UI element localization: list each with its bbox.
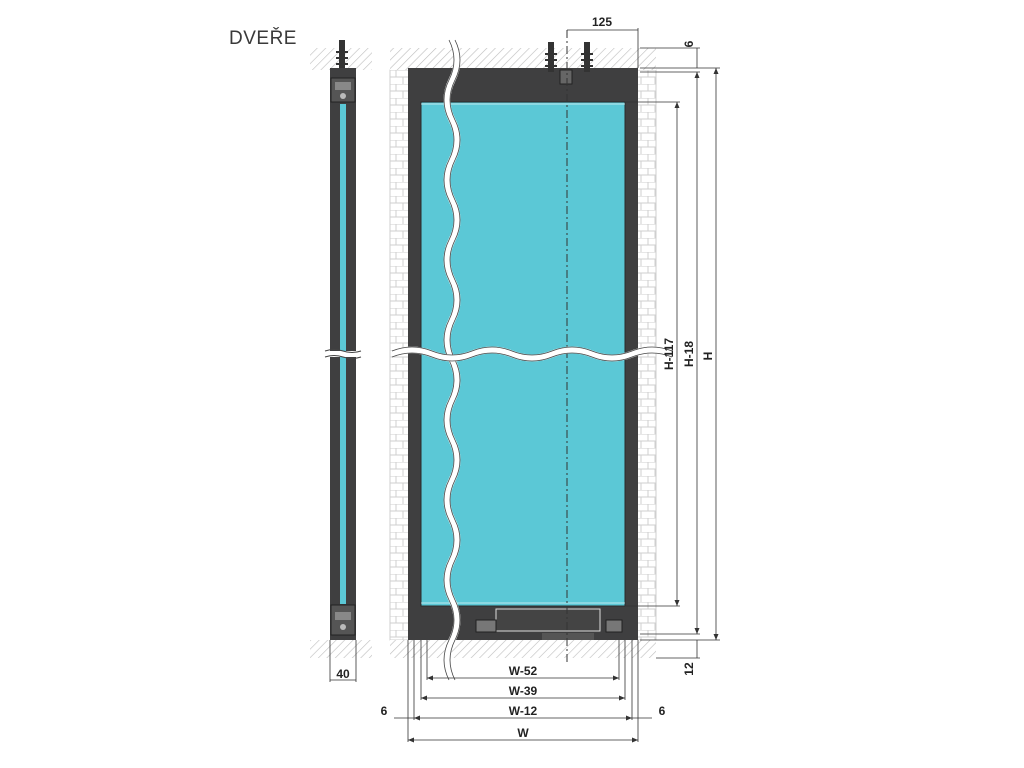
horizontal-break bbox=[390, 346, 674, 362]
front-elevation-view bbox=[389, 30, 674, 682]
dim-height-minus-18: H-18 bbox=[682, 341, 696, 367]
dim-height-minus-117: H-117 bbox=[662, 338, 676, 370]
top-anchors bbox=[545, 42, 593, 85]
drawing-title: DVEŘE bbox=[229, 28, 297, 49]
bottom-hardware bbox=[475, 608, 623, 640]
dim-width-minus-12: W-12 bbox=[509, 704, 538, 718]
dim-height-total: H bbox=[701, 352, 715, 361]
dim-right-gap: 6 bbox=[659, 704, 666, 718]
side-bottom-hardware bbox=[330, 604, 356, 636]
dim-width-minus-52: W-52 bbox=[509, 664, 538, 678]
floor-hatch-side bbox=[310, 640, 372, 658]
dim-left-gap: 6 bbox=[381, 704, 388, 718]
ceiling-anchor-side bbox=[336, 40, 348, 70]
dim-top-offset: 125 bbox=[592, 15, 612, 29]
dimension-lines bbox=[394, 28, 720, 742]
floor-hatch bbox=[390, 640, 656, 658]
ceiling-hatch bbox=[390, 48, 656, 70]
side-top-hardware bbox=[330, 77, 356, 103]
dim-top-gap: 6 bbox=[682, 40, 696, 47]
dim-width-minus-39: W-39 bbox=[509, 684, 538, 698]
dim-side-depth: 40 bbox=[336, 667, 350, 681]
dimension-arrows bbox=[408, 68, 719, 743]
side-section-view: 40 bbox=[310, 40, 372, 682]
dim-width-total: W bbox=[517, 726, 529, 740]
side-break bbox=[325, 351, 361, 357]
dim-bottom-gap: 12 bbox=[682, 662, 696, 676]
